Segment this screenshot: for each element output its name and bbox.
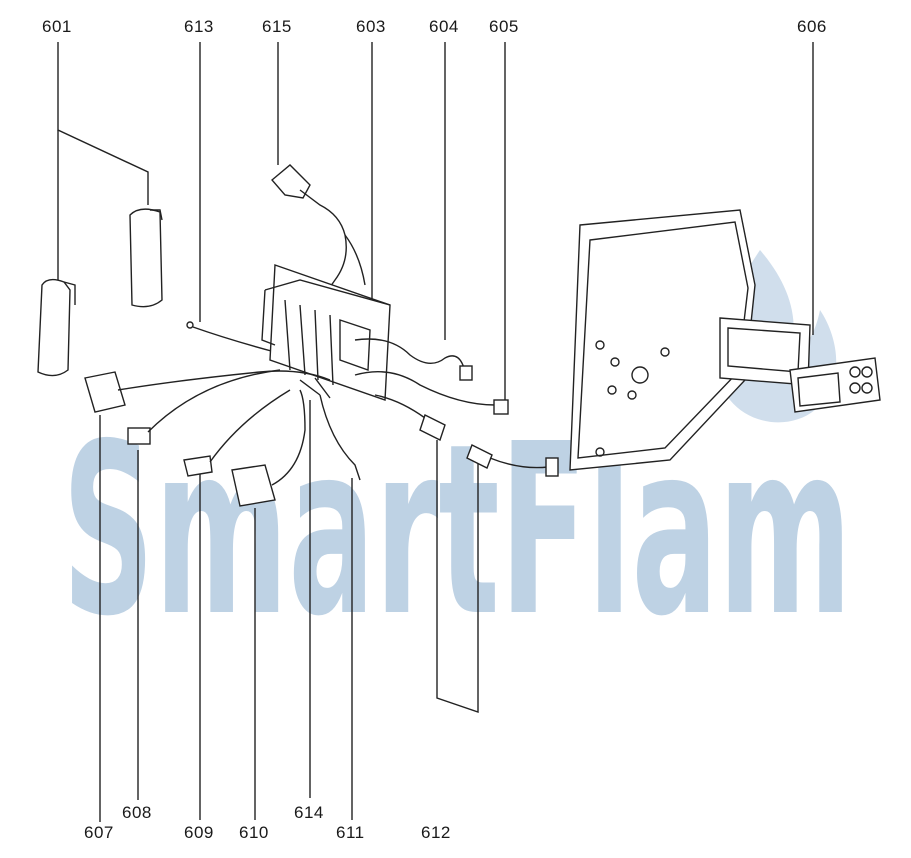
label-605: 605	[489, 17, 519, 36]
label-612: 612	[421, 823, 451, 842]
watermark-text: SmartFlam	[62, 393, 852, 668]
label-615: 615	[262, 17, 292, 36]
control-module-part-603	[261, 42, 391, 401]
connector-part-609	[183, 389, 291, 820]
wire-bundle-part-614	[299, 377, 331, 798]
sensor-cable-part-612	[374, 394, 559, 713]
label-603: 603	[356, 17, 386, 36]
label-607: 607	[84, 823, 114, 842]
wire-part-611	[319, 394, 361, 820]
label-610: 610	[239, 823, 269, 842]
label-609: 609	[184, 823, 214, 842]
label-608: 608	[122, 803, 152, 822]
connector-part-608	[127, 369, 281, 800]
connector-part-615	[271, 42, 366, 331]
handle-part-601	[37, 42, 163, 377]
label-611: 611	[336, 823, 365, 842]
plug-part-610	[231, 389, 306, 820]
screw-part-613	[186, 42, 276, 353]
label-604: 604	[429, 17, 459, 36]
cable-part-604	[354, 42, 473, 381]
label-614: 614	[294, 803, 324, 822]
label-613: 613	[184, 17, 214, 36]
label-601: 601	[42, 17, 72, 36]
plug-part-607	[84, 370, 331, 822]
cable-part-605	[354, 42, 509, 415]
panel-part-606	[569, 42, 881, 471]
label-606: 606	[797, 17, 827, 36]
